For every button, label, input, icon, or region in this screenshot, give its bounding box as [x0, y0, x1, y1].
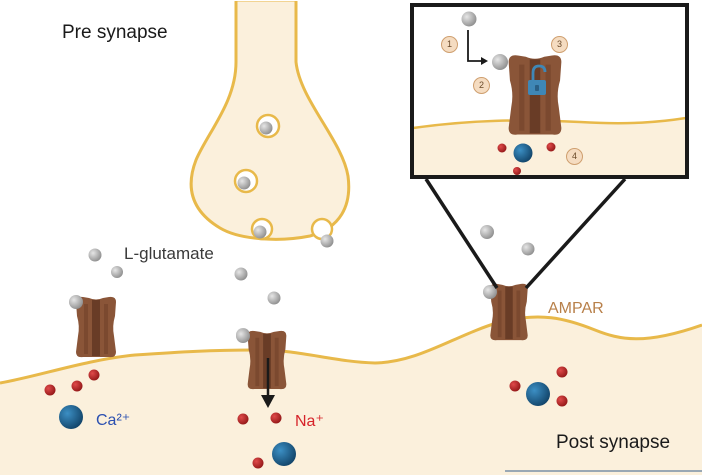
- sodium-ion: [546, 142, 556, 152]
- sodium-ion: [497, 143, 507, 153]
- calcium-ion: [513, 143, 533, 163]
- glutamate: [320, 234, 334, 248]
- calcium-ion: [526, 382, 550, 406]
- glutamate: [492, 54, 508, 70]
- glutamate-label: L-glutamate: [124, 244, 214, 263]
- glutamate: [480, 225, 494, 239]
- sodium-label: Na⁺: [295, 413, 324, 430]
- sodium-ion: [71, 380, 83, 392]
- glutamate: [69, 295, 83, 309]
- glutamate: [461, 11, 477, 27]
- pre-synapse-label: Pre synapse: [62, 22, 168, 43]
- sodium-ion: [237, 413, 249, 425]
- glutamate: [259, 121, 273, 135]
- calcium-label: Ca²⁺: [96, 412, 131, 429]
- glutamate: [236, 329, 250, 343]
- glutamate: [521, 242, 535, 256]
- sodium-ion: [513, 167, 521, 175]
- down-arrow-icon: [261, 358, 275, 408]
- ampar-label: AMPAR: [548, 300, 604, 317]
- sodium-ion: [252, 457, 264, 469]
- calcium-ion: [272, 442, 296, 466]
- zoom-inset: [410, 3, 689, 179]
- post-synapse-label: Post synapse: [556, 432, 671, 453]
- glutamate: [253, 225, 267, 239]
- ampar-receptor-left: [76, 296, 116, 358]
- padlock-open-icon: [528, 64, 547, 95]
- glutamate-molecules: [88, 121, 535, 342]
- sodium-ion: [88, 369, 100, 381]
- postsynaptic-membrane: [0, 316, 702, 475]
- step-marker-1: 1: [441, 36, 458, 53]
- glutamate: [267, 291, 281, 305]
- glutamate: [234, 267, 248, 281]
- glutamate: [111, 266, 123, 278]
- sodium-ion: [556, 366, 568, 378]
- right-angle-arrow-icon: [467, 30, 488, 65]
- sodium-ion: [270, 412, 282, 424]
- ions: [44, 366, 568, 469]
- step-marker-4: 4: [566, 148, 583, 165]
- sodium-ion: [509, 380, 521, 392]
- zoom-line-right: [524, 177, 627, 290]
- step-marker-2: 2: [473, 77, 490, 94]
- zoom-line-left: [424, 178, 499, 289]
- postsynaptic-membrane-line: [0, 315, 702, 385]
- calcium-ion: [59, 405, 83, 429]
- glutamate: [88, 248, 102, 262]
- glutamate: [483, 285, 497, 299]
- sodium-ion: [44, 384, 56, 396]
- step-marker-3: 3: [551, 36, 568, 53]
- glutamate: [237, 176, 251, 190]
- sodium-ion: [556, 395, 568, 407]
